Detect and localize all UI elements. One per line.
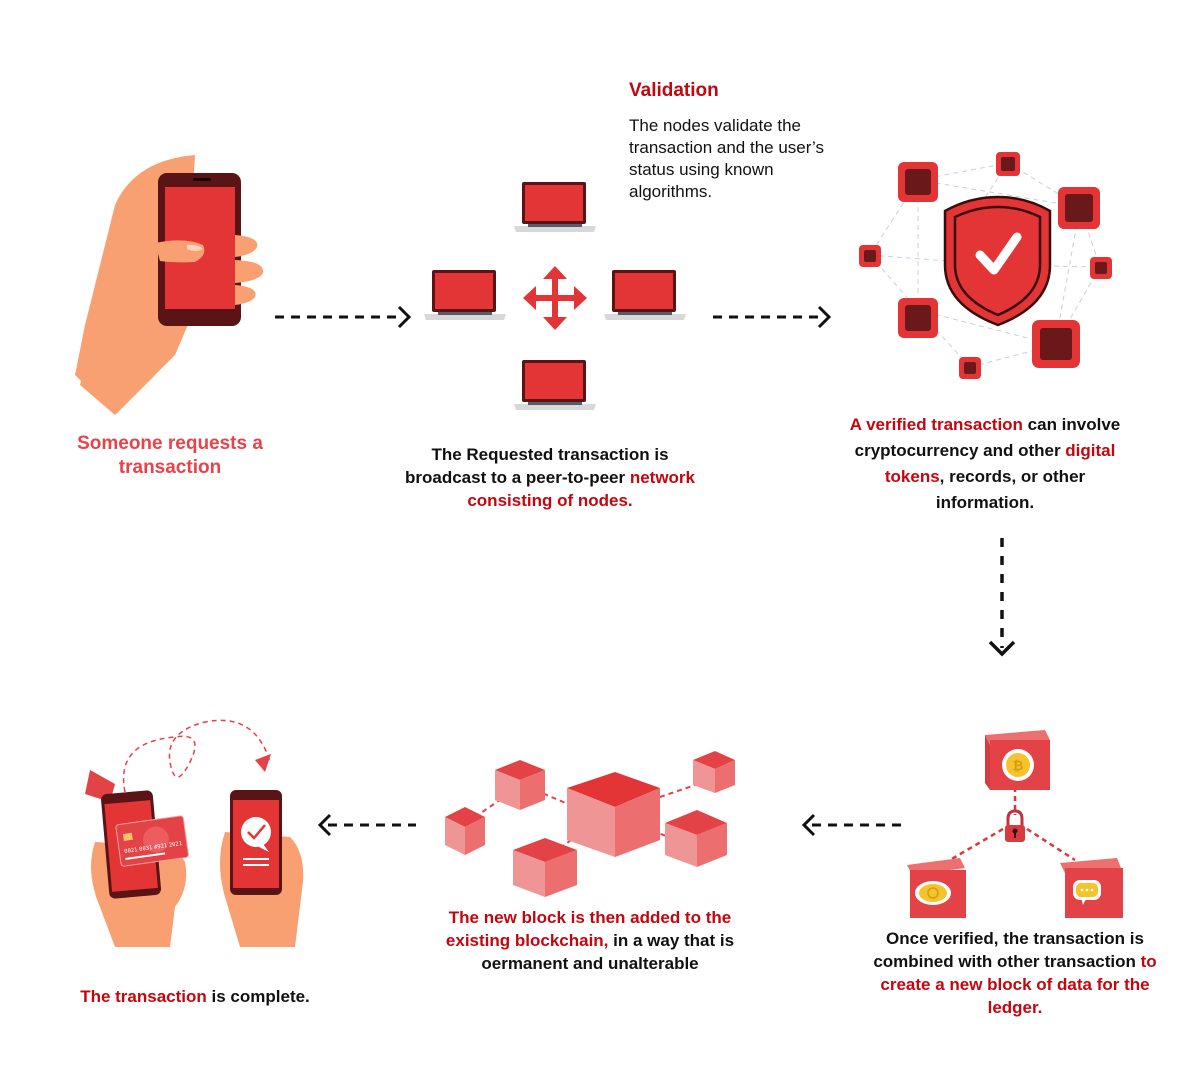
cube-cloud-sync — [907, 858, 966, 918]
verified-highlight-1: A verified transaction — [849, 415, 1023, 434]
lock-icon — [1005, 809, 1025, 842]
new-block-caption: Once verified, the transaction is combin… — [855, 927, 1175, 1019]
verified-text-2: , records, or other information. — [935, 467, 1086, 512]
move-arrows-icon — [523, 266, 587, 330]
broadcast-caption: The Requested transaction is broadcast t… — [405, 443, 695, 512]
chain-text: in a way that is oermanent and unalterab… — [481, 931, 735, 973]
cube-chat — [1060, 858, 1123, 918]
payment-phones-illustration: 0021 0031 #921 2021 — [85, 719, 304, 947]
dashed-arrow-right-icon — [713, 305, 832, 329]
complete-text: is complete. — [206, 987, 310, 1006]
complete-highlight: The transaction — [80, 987, 207, 1006]
complete-caption: The transaction is complete. — [60, 985, 330, 1008]
validation-title: Validation — [629, 80, 719, 101]
verified-caption: A verified transaction can involve crypt… — [840, 412, 1130, 516]
card-number-2: 0031 — [139, 845, 153, 853]
phone-payment-exchange: 0021 0031 #921 2021 — [75, 712, 315, 947]
peer-network — [420, 180, 690, 420]
broadcast-caption-text: The Requested transaction is broadcast t… — [405, 445, 669, 487]
dashed-arrow-down-icon — [988, 538, 1016, 657]
card-number-3: #921 — [154, 843, 168, 851]
verified-text-1: can involve cryptocurrency and other — [854, 415, 1121, 460]
new-block-text: Once verified, the transaction is combin… — [873, 929, 1144, 971]
verified-highlight-2: digital tokens — [884, 441, 1116, 486]
cube-bitcoin: ₿ — [985, 730, 1050, 790]
chain-caption: The new block is then added to the exist… — [430, 906, 750, 975]
card-number-1: 0021 — [124, 847, 138, 855]
dashed-arrow-left-icon — [317, 813, 416, 837]
dashed-arrow-left-icon — [801, 813, 905, 837]
crypto-blocks-lock-icon: ₿ — [907, 730, 1123, 918]
chain-highlight: The new block is then added to the exist… — [445, 908, 732, 950]
hand-holding-phone-icon — [75, 155, 264, 415]
shield-check-network-icon — [859, 152, 1112, 379]
card-number-4: 2021 — [169, 841, 183, 849]
laptop-icon-left — [424, 270, 506, 320]
new-block-highlight: to create a new block of data for the le… — [880, 952, 1157, 1017]
node-squares — [859, 152, 1112, 379]
laptop-icon-bottom — [514, 360, 596, 410]
laptop-icon-right — [604, 270, 686, 320]
validation-description: The nodes validate the transaction and t… — [629, 116, 824, 201]
request-caption: Someone requests a transaction — [77, 433, 263, 478]
blockchain-cubes-icon — [445, 751, 735, 897]
svg-text:₿: ₿ — [1013, 759, 1024, 774]
dashed-arrow-right-icon — [275, 305, 412, 329]
laptop-icon-top — [514, 182, 596, 232]
broadcast-caption-highlight: network consisting of nodes. — [467, 468, 696, 510]
